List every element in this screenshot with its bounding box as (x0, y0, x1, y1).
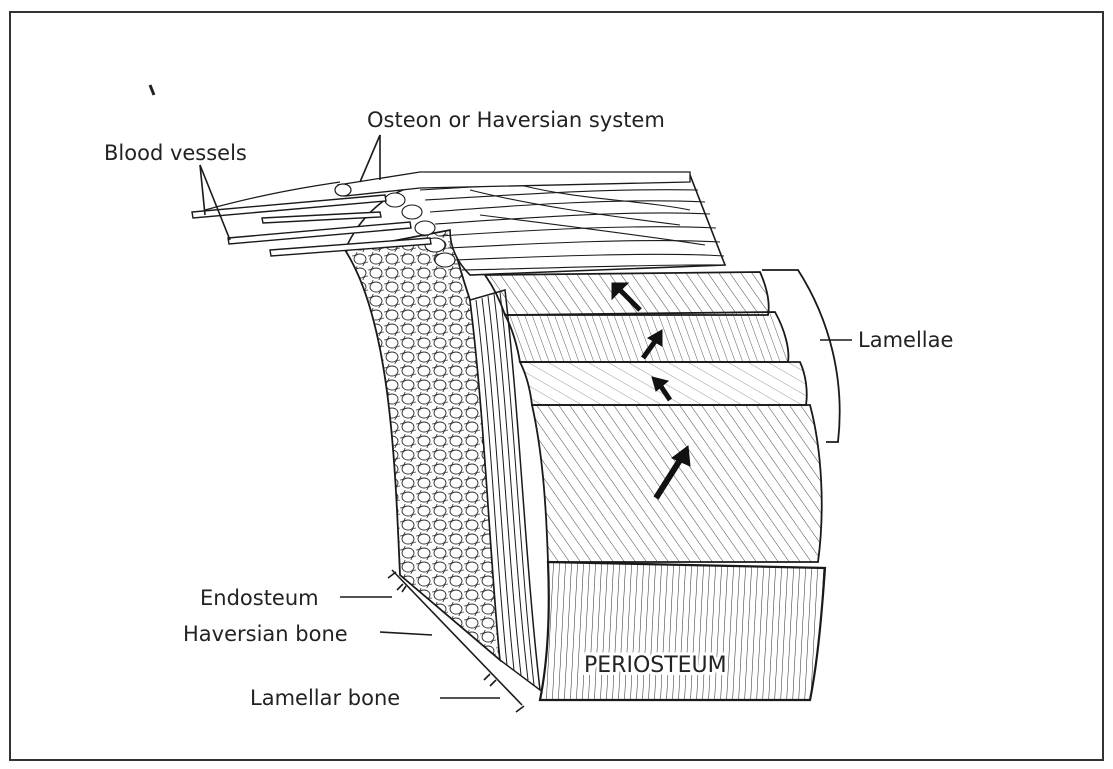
label-lamellar-bone: Lamellar bone (250, 686, 400, 710)
lamella-block-4 (532, 405, 822, 562)
label-lamellae: Lamellae (858, 328, 953, 352)
label-blood-vessels: Blood vessels (104, 141, 247, 165)
label-periosteum: PERIOSTEUM (584, 653, 727, 678)
osteon-tube-end (335, 184, 351, 196)
label-endosteum: Endosteum (200, 586, 319, 610)
label-haversian-bone: Haversian bone (183, 622, 348, 646)
periosteum-block (540, 562, 825, 700)
label-osteon: Osteon or Haversian system (367, 108, 665, 132)
